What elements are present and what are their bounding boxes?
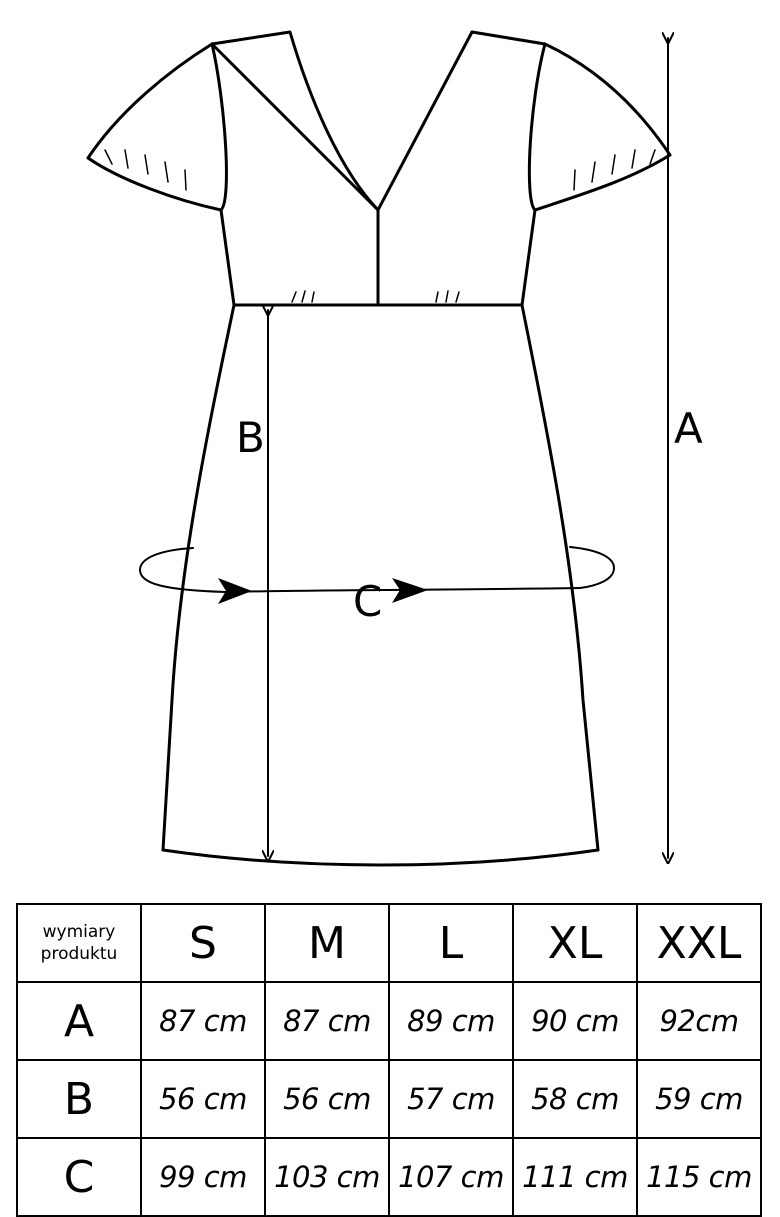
cell-b-xxl: 59 cm: [636, 1059, 762, 1139]
measure-c-line: [224, 587, 581, 593]
cell-c-xl: 111 cm: [512, 1137, 638, 1217]
table-row-c: C 99 cm 103 cm 107 cm 111 cm 115 cm: [16, 1137, 762, 1217]
cell-a-m: 87 cm: [264, 981, 390, 1061]
label-c: C: [353, 577, 382, 626]
right-sleeve: [533, 42, 672, 212]
table-row-a: A 87 cm 87 cm 89 cm 90 cm 92cm: [16, 981, 762, 1061]
size-header-s: S: [140, 903, 266, 983]
size-header-m: M: [264, 903, 390, 983]
left-shoulder-strap: [210, 30, 380, 212]
cell-a-xxl: 92cm: [636, 981, 762, 1061]
cell-c-m: 103 cm: [264, 1137, 390, 1217]
label-a: A: [674, 404, 703, 453]
row-label-c: C: [16, 1137, 142, 1217]
size-header-xl: XL: [512, 903, 638, 983]
size-header-l: L: [388, 903, 514, 983]
cell-b-l: 57 cm: [388, 1059, 514, 1139]
gather-marks-right: [435, 290, 460, 303]
cell-a-s: 87 cm: [140, 981, 266, 1061]
neckline: [210, 30, 474, 212]
skirt-left-side: [161, 303, 236, 852]
cell-b-m: 56 cm: [264, 1059, 390, 1139]
label-b: B: [236, 413, 265, 462]
measure-c-loop-right: [569, 546, 615, 589]
right-shoulder-strap: [470, 30, 547, 307]
dress-diagram: A B C: [86, 30, 703, 867]
measure-c-arrow-1: [218, 578, 252, 604]
cell-b-s: 56 cm: [140, 1059, 266, 1139]
corner-line-2: produktu: [40, 944, 118, 964]
skirt-hem: [161, 848, 600, 867]
cell-b-xl: 58 cm: [512, 1059, 638, 1139]
measure-c-arrow-2: [392, 578, 428, 603]
corner-line-1: wymiary: [42, 922, 116, 942]
dress-illustration: A B C: [86, 30, 703, 867]
cell-c-l: 107 cm: [388, 1137, 514, 1217]
gather-marks-left: [291, 290, 315, 303]
table-row-b: B 56 cm 56 cm 57 cm 58 cm 59 cm: [16, 1059, 762, 1139]
cell-a-l: 89 cm: [388, 981, 514, 1061]
right-sleeve-ruffle: [573, 149, 656, 191]
row-label-a: A: [16, 981, 142, 1061]
table-corner-label: wymiary produktu: [16, 903, 142, 983]
measure-c-loop-left: [139, 547, 226, 593]
cell-a-xl: 90 cm: [512, 981, 638, 1061]
left-sleeve: [86, 42, 223, 212]
left-sleeve-ruffle: [104, 149, 187, 191]
size-table: wymiary produktu S M L XL XXL A 87 cm 87…: [16, 903, 762, 1217]
size-header-xxl: XXL: [636, 903, 762, 983]
left-bodice-side: [210, 42, 236, 307]
cell-c-xxl: 115 cm: [636, 1137, 762, 1217]
cell-c-s: 99 cm: [140, 1137, 266, 1217]
table-header-row: wymiary produktu S M L XL XXL: [16, 903, 762, 983]
row-label-b: B: [16, 1059, 142, 1139]
skirt-right-side: [520, 303, 600, 852]
